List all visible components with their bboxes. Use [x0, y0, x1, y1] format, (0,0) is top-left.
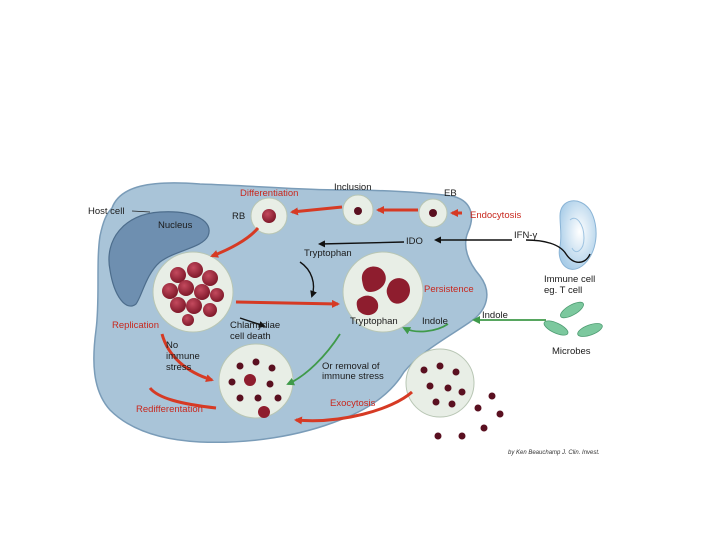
label-inclusion: Inclusion [334, 182, 372, 193]
label-redifferentiation: Redifferentation [136, 404, 203, 415]
immune-cell [558, 200, 597, 270]
label-differentiation: Differentiation [240, 188, 298, 199]
label-t-cell: eg. T cell [544, 285, 582, 296]
label-endocytosis: Endocytosis [470, 210, 521, 221]
label-microbes: Microbes [552, 346, 591, 357]
eb-particle [429, 209, 437, 217]
label-stress: stress [166, 362, 192, 373]
microbes [543, 301, 603, 337]
label-host-cell: Host cell [88, 206, 124, 217]
label-cell-death: cell death [230, 331, 271, 342]
green-arrows [286, 316, 546, 386]
label-nucleus: Nucleus [158, 220, 193, 231]
black-arrows [239, 236, 591, 328]
label-indole-outer: Indole [482, 310, 508, 321]
label-immune: immune [166, 351, 200, 362]
label-tryptophan-up: Tryptophan [350, 316, 398, 327]
released-ebs [420, 362, 504, 440]
label-eb: EB [444, 188, 457, 199]
replicating-rbs [162, 262, 224, 326]
label-credit: by Ken Beauchamp J. Clin. Invest. [508, 450, 600, 456]
rb-body [262, 209, 276, 223]
aberrant-bodies [356, 266, 410, 316]
inclusion-eb [354, 207, 362, 215]
red-arrows [148, 205, 462, 425]
label-tryptophan-down: Tryptophan [304, 248, 352, 259]
host-cell-pointer [131, 210, 151, 213]
label-indole-inner: Indole [422, 316, 448, 327]
exocytosis-bubble [405, 348, 475, 418]
label-replication: Replication [112, 320, 159, 331]
label-no: No [166, 340, 178, 351]
label-exocytosis: Exocytosis [330, 398, 376, 409]
label-chlamydiae: Chlamydiae [230, 320, 280, 331]
label-ifn-gamma: IFN-γ [514, 230, 537, 241]
label-removal-2: immune stress [322, 371, 384, 382]
label-removal-1: Or removal of [322, 361, 380, 372]
nucleus [108, 211, 210, 307]
label-ido: IDO [406, 236, 423, 247]
label-rb: RB [232, 211, 245, 222]
redifferentiating-bodies [228, 358, 282, 418]
label-immune-cell: Immune cell [544, 274, 595, 285]
label-persistence: Persistence [424, 284, 474, 295]
